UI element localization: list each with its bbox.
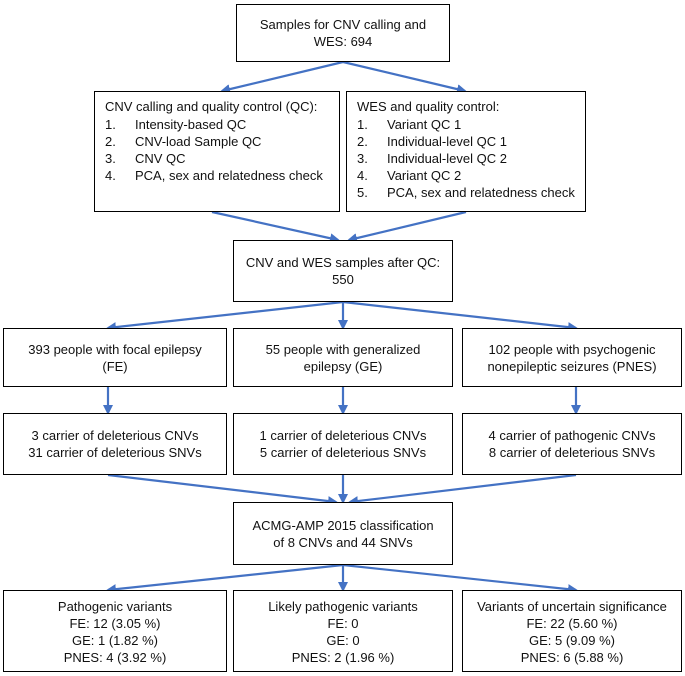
result-fe: FE: 0 — [327, 616, 359, 631]
arrow-acmg-to-pathogenic — [106, 563, 344, 595]
carriers-pnes-box: 4 carrier of pathogenic CNVs 8 carrier o… — [462, 413, 682, 475]
step-number: 5. — [357, 185, 368, 200]
step-number: 2. — [357, 134, 368, 149]
result-vus-box: Variants of uncertain significance FE: 2… — [462, 590, 682, 672]
result-pnes: PNES: 6 (5.88 %) — [520, 650, 624, 665]
group-pnes-line2: nonepileptic seizures (PNES) — [487, 358, 657, 374]
arrow-fe-carriers-to-acmg — [107, 473, 338, 507]
list-item: 1. Variant QC 1 — [357, 116, 575, 133]
list-item: 2. CNV-load Sample QC — [105, 133, 329, 150]
step-label: Intensity-based QC — [135, 117, 247, 132]
acmg-line1: ACMG-AMP 2015 classification — [252, 517, 434, 533]
carriers-fe-line1: 3 carrier of deleterious CNVs — [31, 428, 199, 443]
wes-qc-title: WES and quality control: — [357, 99, 500, 114]
list-item: 5. PCA, sex and relatedness check — [357, 184, 575, 201]
group-ge-box: 55 people with generalized epilepsy (GE) — [233, 328, 453, 387]
after-qc-line2: 550 — [332, 272, 354, 287]
result-ge: GE: 0 — [326, 633, 360, 648]
step-number: 3. — [105, 151, 116, 166]
arrow-after-qc-to-pnes — [342, 300, 578, 333]
samples-line2: WES: 694 — [313, 34, 373, 49]
after-qc-box: CNV and WES samples after QC: 550 — [233, 240, 453, 302]
step-label: CNV QC — [135, 151, 186, 166]
result-fe: FE: 22 (5.60 %) — [526, 616, 618, 631]
arrow-cnv-qc-to-after-qc — [211, 210, 340, 244]
carriers-pnes-line1: 4 carrier of pathogenic CNVs — [488, 428, 656, 443]
list-item: 1. Intensity-based QC — [105, 116, 329, 133]
samples-line1: Samples for CNV calling and — [259, 17, 427, 32]
carriers-ge-box: 1 carrier of deleterious CNVs 5 carrier … — [233, 413, 453, 475]
group-ge-line1: 55 people with generalized — [265, 341, 421, 357]
arrow-acmg-to-vus — [342, 563, 578, 595]
result-pathogenic-box: Pathogenic variants FE: 12 (3.05 %) GE: … — [3, 590, 227, 672]
group-pnes-line1: 102 people with psychogenic — [488, 341, 656, 357]
acmg-line2: of 8 CNVs and 44 SNVs — [273, 534, 413, 550]
step-label: Variant QC 2 — [387, 168, 462, 183]
wes-qc-box: WES and quality control: 1. Variant QC 1 … — [346, 91, 586, 212]
result-ge: GE: 1 (1.82 %) — [72, 633, 158, 648]
after-qc-line1: CNV and WES samples after QC: — [245, 255, 441, 270]
group-pnes-box: 102 people with psychogenic nonepileptic… — [462, 328, 682, 387]
acmg-box: ACMG-AMP 2015 classification of 8 CNVs a… — [233, 502, 453, 565]
arrow-after-qc-to-fe — [106, 300, 344, 333]
arrow-top-to-wes-qc — [342, 60, 467, 95]
step-label: PCA, sex and relatedness check — [135, 168, 323, 183]
samples-box: Samples for CNV calling and WES: 694 — [236, 4, 450, 62]
carriers-pnes-line2: 8 carrier of deleterious SNVs — [488, 445, 656, 460]
step-number: 4. — [357, 168, 368, 183]
result-pnes: PNES: 2 (1.96 %) — [291, 650, 395, 665]
arrow-wes-qc-to-after-qc — [347, 210, 467, 244]
carriers-ge-line1: 1 carrier of deleterious CNVs — [259, 428, 427, 443]
group-fe-line2: (FE) — [102, 358, 128, 374]
carriers-fe-box: 3 carrier of deleterious CNVs 31 carrier… — [3, 413, 227, 475]
list-item: 3. Individual-level QC 2 — [357, 150, 575, 167]
carriers-ge-line2: 5 carrier of deleterious SNVs — [259, 445, 427, 460]
step-label: Individual-level QC 2 — [387, 151, 507, 166]
arrow-top-to-cnv-qc — [220, 60, 344, 94]
step-number: 3. — [357, 151, 368, 166]
cnv-qc-steps: 1. Intensity-based QC 2. CNV-load Sample Q… — [105, 116, 329, 184]
step-label: Individual-level QC 1 — [387, 134, 507, 149]
result-pnes: PNES: 4 (3.92 %) — [63, 650, 167, 665]
list-item: 4. PCA, sex and relatedness check — [105, 167, 329, 184]
result-title: Likely pathogenic variants — [268, 599, 418, 614]
carriers-fe-line2: 31 carrier of deleterious SNVs — [28, 445, 202, 460]
group-ge-line2: epilepsy (GE) — [303, 358, 383, 374]
list-item: 2. Individual-level QC 1 — [357, 133, 575, 150]
result-fe: FE: 12 (3.05 %) — [69, 616, 161, 631]
group-fe-box: 393 people with focal epilepsy (FE) — [3, 328, 227, 387]
result-likely-pathogenic-box: Likely pathogenic variants FE: 0 GE: 0 P… — [233, 590, 453, 672]
step-label: Variant QC 1 — [387, 117, 462, 132]
wes-qc-steps: 1. Variant QC 1 2. Individual-level QC 1 3… — [357, 116, 575, 201]
list-item: 3. CNV QC — [105, 150, 329, 167]
step-number: 4. — [105, 168, 116, 183]
cnv-qc-title: CNV calling and quality control (QC): — [105, 99, 318, 114]
result-title: Variants of uncertain significance — [477, 599, 667, 614]
result-ge: GE: 5 (9.09 %) — [529, 633, 615, 648]
group-fe-line1: 393 people with focal epilepsy — [28, 341, 202, 357]
step-number: 1. — [357, 117, 368, 132]
step-label: PCA, sex and relatedness check — [387, 185, 575, 200]
result-title: Pathogenic variants — [57, 599, 173, 614]
cnv-qc-box: CNV calling and quality control (QC): 1.… — [94, 91, 340, 212]
list-item: 4. Variant QC 2 — [357, 167, 575, 184]
step-label: CNV-load Sample QC — [135, 134, 262, 149]
arrow-pnes-carriers-to-acmg — [348, 473, 577, 507]
step-number: 1. — [105, 117, 116, 132]
step-number: 2. — [105, 134, 116, 149]
